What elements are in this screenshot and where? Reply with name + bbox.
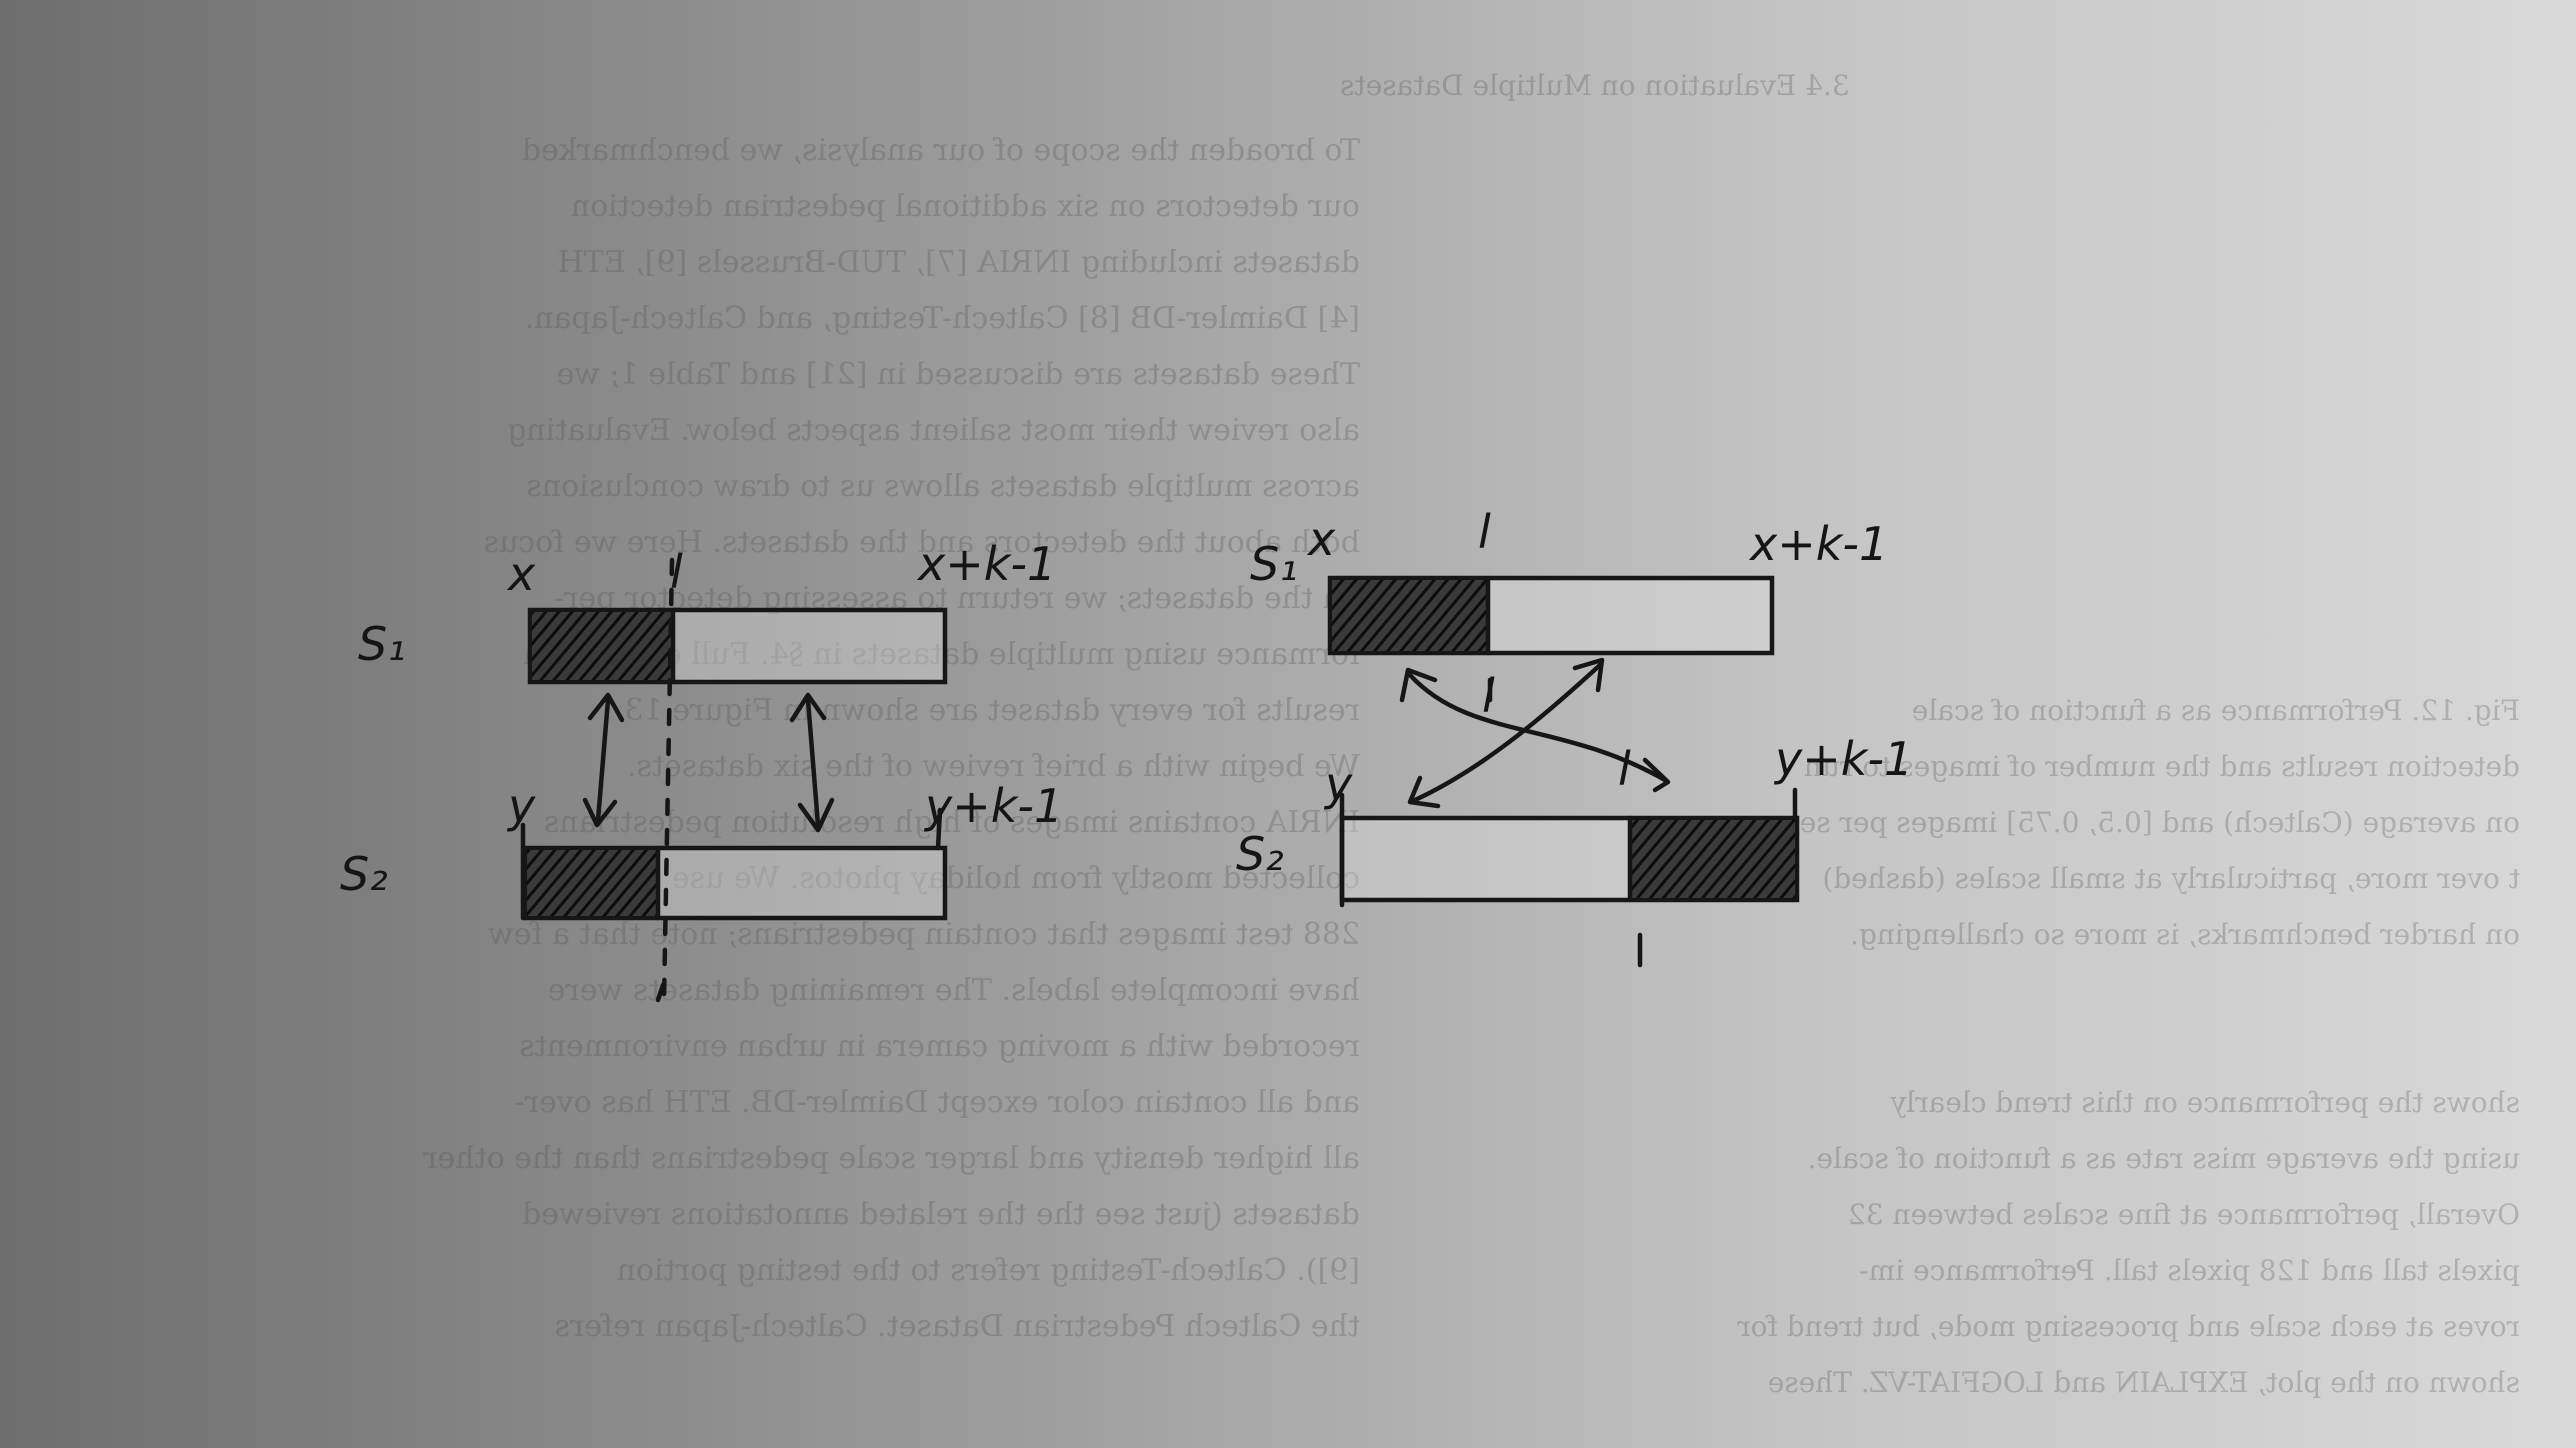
ghost-line: roves at each scale and processing mode,… bbox=[1737, 1310, 2520, 1343]
right-label-end2: y+k-1 bbox=[1773, 732, 1913, 786]
ghost-line: datasets including INRIA [7], TUD-Brusse… bbox=[558, 245, 1360, 280]
left-arrow-2 bbox=[789, 692, 835, 833]
left-label-s2: S₂ bbox=[340, 847, 388, 901]
ghost-line: These datasets are discussed in [21] and… bbox=[557, 357, 1360, 392]
left-dashed-line-1 bbox=[661, 557, 675, 1003]
right-diagram: S₁ x l x+k-1 l l y y+k-1 S₂ bbox=[1236, 505, 1913, 968]
left-label-y: y bbox=[506, 779, 536, 833]
ghost-line: To broaden the scope of our analysis, we… bbox=[522, 133, 1360, 168]
right-label-mid-tick: l bbox=[1482, 669, 1495, 723]
ghost-line: pixels tall and 128 pixels tall. Perform… bbox=[1859, 1254, 2520, 1287]
ghost-line: collected mostly from holiday photos. We… bbox=[540, 861, 1360, 896]
ghost-line: all higher density and larger scale pede… bbox=[423, 1141, 1360, 1176]
ghost-line: [9]). Caltech-Testing refers to the test… bbox=[617, 1253, 1360, 1288]
right-s1-shaded bbox=[1332, 580, 1487, 651]
ghost-heading: 3.4 Evaluation on Multiple Datasets bbox=[1340, 69, 1850, 102]
ghost-line: shown on the plot, EXPLAIN and LOGFIAT-V… bbox=[1768, 1366, 2520, 1399]
ghost-line: t over more, particularly at small scale… bbox=[1822, 862, 2520, 895]
ghost-line: on average (Caltech) and [0.5, 0.75] ima… bbox=[1790, 806, 2520, 839]
ghost-line: [4] Daimler-DB [8] Caltech-Testing, and … bbox=[525, 301, 1360, 336]
right-label-s1: S₁ bbox=[1250, 537, 1298, 591]
ghost-right-column: Fig. 12. Performance as a function of sc… bbox=[1737, 694, 2520, 1399]
right-label-s2: S₂ bbox=[1236, 827, 1284, 881]
ghost-line: recorded with a moving camera in urban e… bbox=[519, 1029, 1360, 1064]
left-label-end2: y+k-1 bbox=[923, 779, 1063, 833]
right-label-tick2: l bbox=[1618, 742, 1631, 796]
ghost-line: shows the performance on this trend clea… bbox=[1890, 1086, 2520, 1119]
left-diagram: x l x+k-1 S₁ y y+k-1 S₂ bbox=[340, 537, 1063, 1003]
left-s1-shaded bbox=[532, 612, 672, 680]
left-arrow-1 bbox=[582, 692, 625, 828]
ghost-line: both about the detectors and the dataset… bbox=[484, 525, 1360, 560]
ghost-left-column: To broaden the scope of our analysis, we… bbox=[423, 133, 1360, 1344]
right-label-x: x bbox=[1306, 512, 1336, 566]
right-label-end: x+k-1 bbox=[1748, 517, 1888, 571]
right-cross-arrow-2 bbox=[1407, 657, 1605, 809]
ghost-line: and all contain color except Daimler-DB.… bbox=[514, 1085, 1360, 1120]
left-tick-end bbox=[935, 807, 943, 851]
ghost-line: We begin with a brief review of the six … bbox=[627, 749, 1360, 784]
right-label-tick: l bbox=[1478, 505, 1491, 559]
ghost-line: on harder benchmarks, is more so challen… bbox=[1850, 918, 2520, 951]
right-label-y: y bbox=[1323, 757, 1353, 811]
ghost-line: the Caltech Pedestrian Dataset. Caltech-… bbox=[555, 1309, 1360, 1344]
left-label-end: x+k-1 bbox=[916, 537, 1056, 591]
ghost-line: also review their most salient aspects b… bbox=[507, 413, 1360, 448]
ghost-line: Fig. 12. Performance as a function of sc… bbox=[1912, 694, 2520, 727]
ghost-line: 288 test images that contain pedestrians… bbox=[488, 917, 1360, 952]
left-label-x: x bbox=[506, 547, 536, 601]
right-s2-shaded bbox=[1630, 820, 1795, 898]
ghost-line: our detectors on six additional pedestri… bbox=[571, 189, 1360, 224]
ghost-line: datasets (just see the the related annot… bbox=[522, 1197, 1360, 1232]
left-label-tick: l bbox=[670, 545, 683, 599]
ghost-line: using the average miss rate as a functio… bbox=[1808, 1142, 2520, 1175]
left-label-s1: S₁ bbox=[358, 617, 406, 671]
ghost-text: 3.4 Evaluation on Multiple Datasets To b… bbox=[423, 69, 2520, 1399]
ghost-line: across multiple datasets allows us to dr… bbox=[526, 469, 1360, 504]
left-s2-shaded bbox=[527, 850, 657, 916]
ghost-line: INRIA contains images of high resolution… bbox=[544, 805, 1360, 840]
ghost-line: results for every dataset are shown in F… bbox=[615, 693, 1360, 728]
ghost-line: detection results and the number of imag… bbox=[1804, 750, 2520, 783]
right-cross-arrow-1 bbox=[1399, 667, 1671, 793]
left-dashed-line-2 bbox=[655, 982, 666, 1003]
ghost-line: have incomplete labels. The remaining da… bbox=[548, 973, 1360, 1008]
ghost-line: Overall, performance at fine scales betw… bbox=[1848, 1198, 2520, 1231]
